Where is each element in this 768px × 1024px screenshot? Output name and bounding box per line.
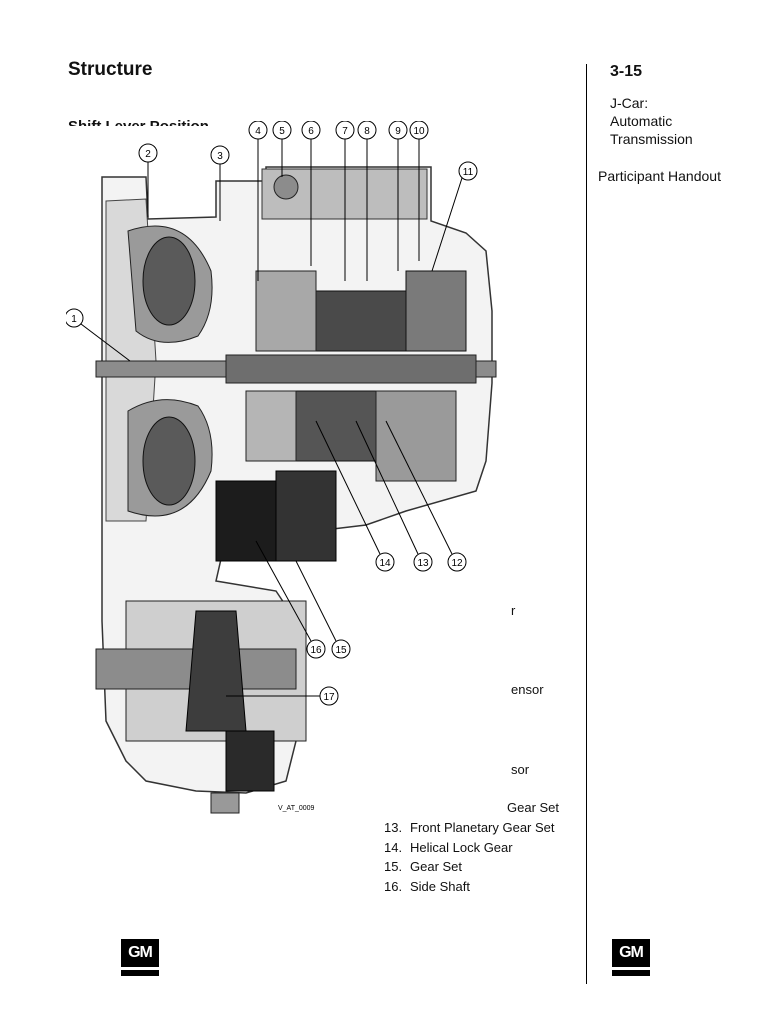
legend-item-number: 15.: [384, 859, 403, 874]
callout-16-label: 16: [310, 645, 322, 656]
callout-13-label: 13: [417, 558, 429, 569]
page-divider: [586, 64, 587, 984]
legend-item-label: Front Planetary Gear Set: [410, 820, 555, 835]
differential-gears: [185, 610, 247, 732]
output-gear: [225, 730, 275, 792]
gm-logo-right: GM: [612, 939, 650, 977]
callout-2: 2: [138, 143, 158, 217]
callout-4-label: 4: [255, 126, 261, 137]
callout-8-label: 8: [364, 126, 370, 137]
callout-11-label: 11: [463, 167, 474, 178]
callout-7-label: 7: [342, 126, 348, 137]
callout-3: 3: [210, 145, 230, 221]
callout-13: 13: [355, 420, 433, 572]
turbine-lower: [142, 416, 196, 506]
callout-10: 10: [409, 121, 429, 261]
legend-item-label: Side Shaft: [410, 878, 470, 894]
planetary-lower-a: [295, 390, 377, 462]
page-subtitle: Shift Lever Position: [68, 114, 248, 126]
legend-item: 14. Helical Lock Gear: [384, 838, 555, 858]
legend-item-number: 14.: [384, 839, 403, 855]
legend-item-label: Gear Set: [410, 859, 463, 874]
legend-fragment-r: r: [511, 603, 516, 618]
callout-1: 1: [66, 308, 131, 362]
component-legend: 13. Front Planetary Gear Set 14. Helical L…: [384, 818, 555, 896]
callout-10-label: 10: [413, 126, 425, 137]
clutch-pack-upper-a: [315, 290, 407, 352]
gm-logo-left-text: GM: [121, 939, 159, 967]
callout-9: 9: [388, 121, 408, 271]
course-line-3: Transmission: [610, 131, 693, 147]
callout-6-label: 6: [308, 126, 314, 137]
legend-item: 15. Gear Set: [384, 857, 555, 877]
callout-17-label: 17: [323, 692, 335, 703]
callout-11: 11: [431, 161, 478, 272]
course-line-2: Automatic: [610, 113, 673, 129]
callout-3-label: 3: [217, 151, 223, 162]
planetary-lower-b: [375, 390, 457, 482]
gm-logo-right-text: GM: [612, 939, 650, 967]
shaft-core: [225, 354, 477, 384]
pump-gear: [273, 174, 299, 200]
clutch-pack-upper-b: [405, 270, 467, 352]
transmission-diagram: 1 2 3 4 5 6 7 8 9 10 11 12 13 14 15 16 1…: [66, 121, 513, 817]
legend-item: 16. Side Shaft: [384, 877, 555, 897]
callout-9-label: 9: [395, 126, 401, 137]
transfer-gear-right: [275, 470, 337, 562]
handout-label: Participant Handout: [598, 168, 721, 184]
course-line-1: J-Car:: [610, 95, 649, 111]
legend-item-number: 16.: [384, 878, 403, 894]
callout-16: 16: [255, 540, 326, 659]
legend-fragment-ensor: ensor: [511, 682, 544, 697]
turbine-upper: [142, 236, 196, 326]
callout-12-label: 12: [451, 558, 463, 569]
callout-17: 17: [226, 686, 339, 706]
callout-1-label: 1: [71, 314, 77, 325]
callout-14: 14: [315, 420, 395, 572]
callout-15: 15: [295, 560, 351, 659]
callout-6: 6: [301, 121, 321, 266]
legend-item-label: Helical Lock Gear: [410, 839, 513, 855]
legend-fragment-gear-set: Gear Set: [507, 800, 560, 815]
callout-7: 7: [335, 121, 355, 281]
page-title: Structure: [68, 59, 153, 80]
legend-item-number: 13.: [384, 820, 403, 835]
callout-5-label: 5: [279, 126, 285, 137]
image-code: V_AT_0009: [278, 805, 315, 812]
callout-2-label: 2: [145, 149, 151, 160]
callout-15-label: 15: [335, 645, 347, 656]
callout-4: 4: [248, 121, 268, 281]
mount-bolt: [210, 792, 240, 814]
page-number: 3-15: [610, 63, 643, 80]
drum-upper: [255, 270, 317, 352]
legend-fragment-sor: sor: [511, 762, 530, 777]
callout-8: 8: [357, 121, 377, 281]
gm-logo-left: GM: [121, 939, 159, 977]
callout-14-label: 14: [379, 558, 391, 569]
callout-12: 12: [385, 420, 467, 572]
planetary-lower-c: [245, 390, 297, 462]
gm-logo-left-bar: [121, 970, 159, 976]
callout-5: 5: [272, 121, 292, 177]
gm-logo-right-bar: [612, 970, 650, 976]
legend-item: 13. Front Planetary Gear Set: [384, 818, 555, 838]
